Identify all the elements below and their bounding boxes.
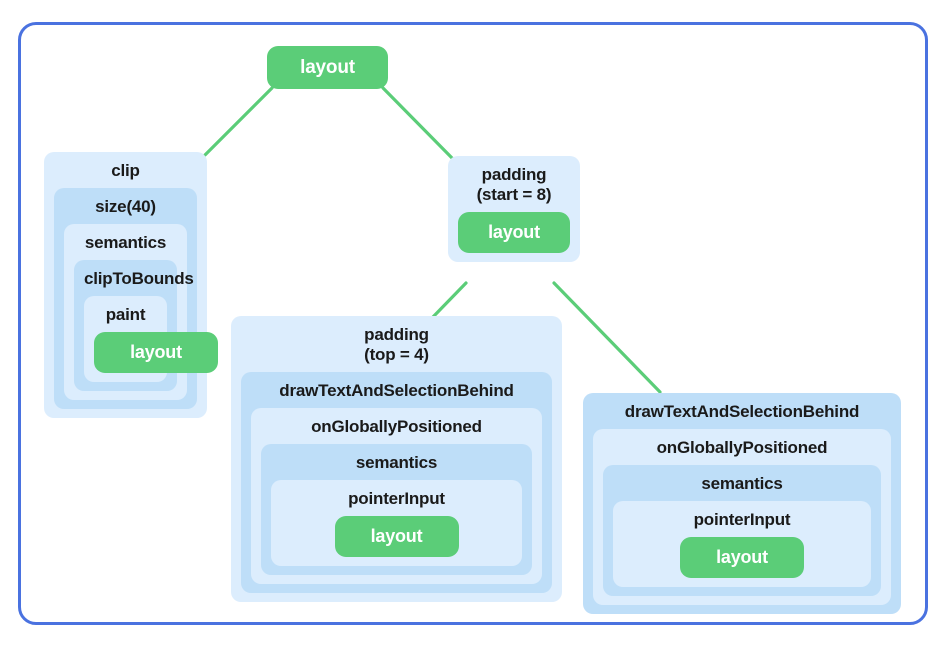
node-draw-text-mid[interactable]: drawTextAndSelectionBehind onGloballyPos… [241,372,552,594]
diagram-frame-border [18,22,928,625]
node-on-globally-positioned-right-label: onGloballyPositioned [656,438,828,458]
node-padding-top-label-line1: padding [364,325,429,344]
node-pointer-input-right-label: pointerInput [693,510,791,530]
node-semantics-mid-label: semantics [355,453,438,473]
node-padding-top-label: padding(top = 4) [241,325,552,365]
node-on-globally-positioned-mid[interactable]: onGloballyPositioned semantics pointerIn… [251,408,542,585]
node-clip-to-bounds-label: clipToBounds [84,269,194,289]
node-pointer-input-mid[interactable]: pointerInput layout [271,480,522,567]
node-draw-text-right[interactable]: drawTextAndSelectionBehind onGloballyPos… [583,393,901,615]
node-on-globally-positioned-mid-label: onGloballyPositioned [311,417,482,437]
node-size-label: size(40) [95,197,156,217]
node-paint-label: paint [105,305,146,325]
node-size[interactable]: size(40) semantics clipToBounds paint la… [54,188,218,410]
node-semantics-right-label: semantics [701,474,783,494]
node-clip-label: clip [111,161,140,180]
node-pointer-input-right-layout[interactable]: layout [680,537,804,579]
node-draw-text-mid-label: drawTextAndSelectionBehind [279,381,514,401]
node-padding-start-label-line2: (start = 8) [476,185,552,205]
node-clip-layout[interactable]: layout [94,332,218,374]
node-root-layout[interactable]: layout [267,46,388,89]
node-pointer-input-mid-layout[interactable]: layout [334,516,459,558]
node-clip-to-bounds[interactable]: clipToBounds paint layout [74,260,218,392]
node-padding-top-label-line2: (top = 4) [364,345,429,365]
node-clip[interactable]: clip size(40) semantics clipToBounds pai… [44,152,218,419]
node-semantics-label: semantics [84,233,167,253]
node-pointer-input-mid-label: pointerInput [348,489,445,509]
node-padding-start-label-line1: padding [481,165,547,184]
node-padding-top[interactable]: padding(top = 4) drawTextAndSelectionBeh… [231,316,562,603]
node-semantics-mid[interactable]: semantics pointerInput layout [261,444,532,576]
node-paint[interactable]: paint layout [84,296,218,383]
node-semantics[interactable]: semantics clipToBounds paint layout [64,224,218,401]
node-padding-start[interactable]: padding(start = 8) layout [448,156,580,263]
node-draw-text-right-label: drawTextAndSelectionBehind [624,402,860,421]
node-padding-start-label: padding(start = 8) [458,165,570,205]
node-semantics-right[interactable]: semantics pointerInput layout [603,465,881,597]
node-padding-start-layout[interactable]: layout [458,212,570,254]
node-on-globally-positioned-right[interactable]: onGloballyPositioned semantics pointerIn… [593,429,891,606]
node-pointer-input-right[interactable]: pointerInput layout [613,501,871,588]
